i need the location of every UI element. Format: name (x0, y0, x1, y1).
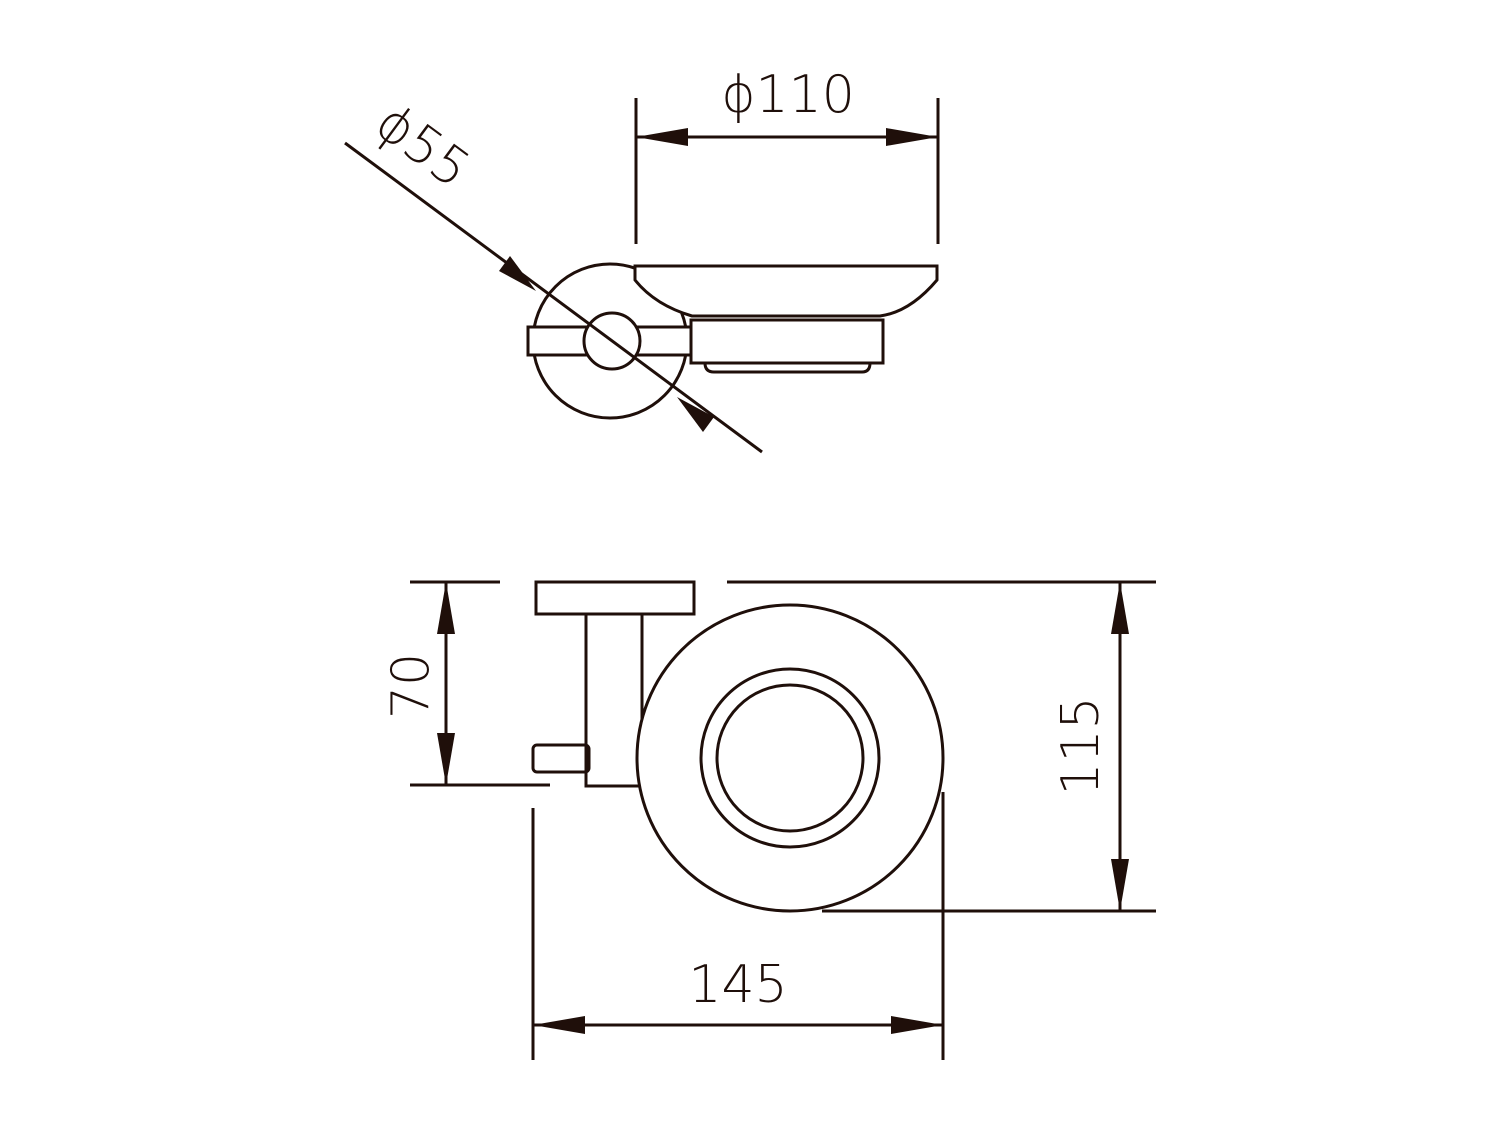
arrow (636, 128, 688, 146)
dim-front-width: 145 (688, 955, 787, 1015)
dim-side-height: 70 (381, 653, 441, 719)
dish-ring-outer (699, 667, 881, 849)
front-view: 70 115 145 (381, 580, 1156, 1060)
dim-top-diameter: ϕ55 (364, 92, 480, 200)
arrow (437, 733, 455, 785)
pin (531, 743, 591, 774)
backplate (534, 580, 696, 616)
arrow (437, 582, 455, 634)
dish-outline (635, 603, 945, 913)
dish-holder (689, 318, 885, 365)
dish-ring-inner (715, 683, 865, 833)
holder-lip (703, 362, 872, 374)
arrow (891, 1016, 943, 1034)
dim-front-height: 115 (1051, 696, 1111, 795)
dim-top-width: ϕ110 (721, 65, 855, 125)
arrow (1111, 582, 1129, 634)
soap-dish (633, 264, 939, 318)
arrow (499, 256, 536, 291)
arrow (1111, 859, 1129, 911)
arrow (677, 397, 714, 432)
dimension-line (344, 141, 763, 454)
top-view: ϕ110 ϕ55 (344, 65, 940, 454)
arrow (886, 128, 938, 146)
post (584, 614, 644, 788)
arrow (533, 1016, 585, 1034)
